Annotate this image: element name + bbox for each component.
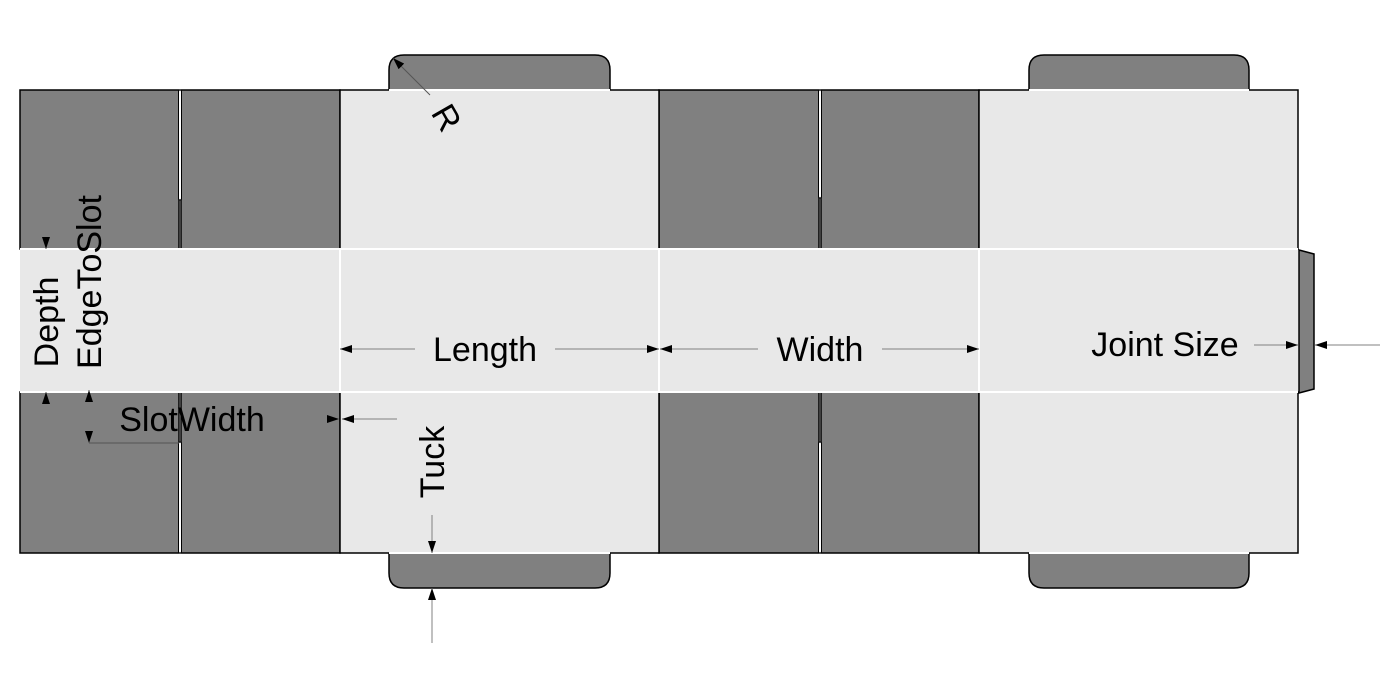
flap-bottom-3a (658, 391, 820, 554)
flap-bottom-3b (820, 391, 980, 554)
tuck-flap-bottom-right (1028, 553, 1250, 589)
flap-top-1b (180, 89, 341, 250)
tuck-flap-bottom-left (388, 553, 611, 589)
length-label: Length (433, 331, 537, 369)
flap-top-3a (658, 89, 820, 250)
slot (178, 441, 182, 554)
radius-leader (392, 57, 431, 96)
tuck-flap-top-right (1028, 54, 1250, 90)
width-label: Width (777, 331, 864, 369)
flap-top-3b (820, 89, 980, 250)
slot (818, 441, 822, 554)
bottom-panel-right (978, 391, 1299, 554)
tuck-flap-top-left (388, 54, 611, 90)
top-panel-right (978, 89, 1299, 250)
slot-width-label: SlotWidth (119, 401, 265, 439)
joint-size-label: Joint Size (1091, 326, 1238, 364)
glue-joint-flap (1298, 249, 1315, 394)
edge-to-slot-label: EdgeToSlot (71, 194, 109, 368)
slot (818, 89, 822, 199)
slot (178, 89, 182, 201)
tuck-label: Tuck (414, 425, 452, 498)
top-panel-length (339, 89, 660, 250)
bottom-panel-length (339, 391, 660, 554)
depth-label: Depth (28, 277, 66, 368)
